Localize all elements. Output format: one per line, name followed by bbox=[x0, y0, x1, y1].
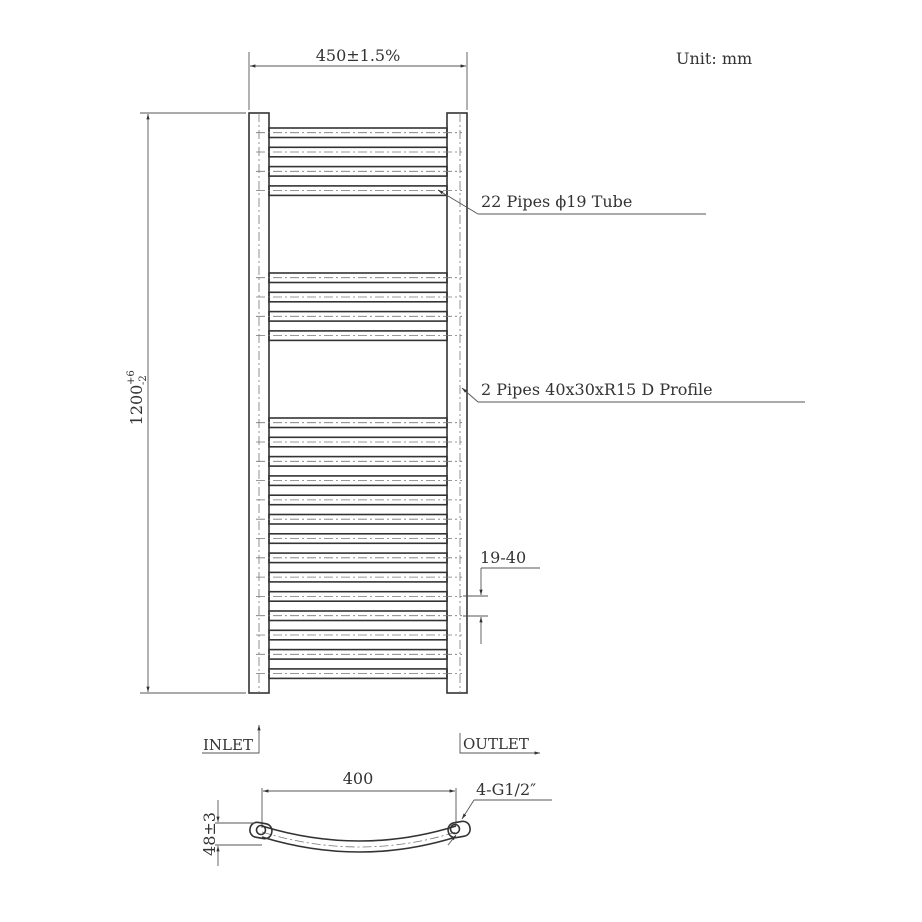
tube-pipe bbox=[256, 668, 462, 680]
inlet-indicator: INLET bbox=[202, 725, 261, 754]
outlet-label: OUTLET bbox=[463, 735, 529, 753]
tubes-label: 22 Pipes ϕ19 Tube bbox=[481, 192, 632, 211]
tube-pipe bbox=[256, 127, 462, 139]
tube-pipe bbox=[256, 310, 462, 322]
inlet-label: INLET bbox=[203, 736, 253, 754]
tube-pipe bbox=[256, 146, 462, 158]
tube-pipe bbox=[256, 436, 462, 448]
pipe-spacing-label: 19-40 bbox=[480, 548, 526, 567]
tube-pipe bbox=[256, 417, 462, 429]
tube-pipes bbox=[256, 127, 462, 680]
rails-label: 2 Pipes 40x30xR15 D Profile bbox=[481, 380, 713, 399]
width-label: 450±1.5% bbox=[316, 46, 401, 65]
tube-pipe bbox=[256, 513, 462, 525]
tube-pipe bbox=[256, 330, 462, 342]
height-dimension: 1200 +6 -2 bbox=[126, 112, 246, 694]
tube-pipe bbox=[256, 455, 462, 467]
tube-pipe bbox=[256, 629, 462, 641]
height-tol-lower: -2 bbox=[138, 375, 149, 385]
tube-pipe bbox=[256, 291, 462, 303]
unit-label: Unit: mm bbox=[676, 49, 752, 68]
rails-callout: 2 Pipes 40x30xR15 D Profile bbox=[461, 380, 805, 403]
height-tol-upper: +6 bbox=[126, 370, 137, 385]
left-rail bbox=[248, 112, 270, 694]
tube-pipe bbox=[256, 590, 462, 603]
depth-label: 48±3 bbox=[200, 812, 219, 856]
right-rail bbox=[446, 112, 468, 694]
tube-pipe bbox=[256, 185, 462, 197]
width-dimension: 450±1.5% bbox=[248, 46, 468, 110]
tubes-callout: 22 Pipes ϕ19 Tube bbox=[437, 189, 706, 215]
tube-pipe bbox=[256, 494, 462, 506]
tube-pipe bbox=[256, 571, 462, 583]
tube-pipe bbox=[256, 165, 462, 177]
tube-pipe bbox=[256, 552, 462, 564]
plan-view: 400 4-G1/2″ 48±3 bbox=[200, 769, 552, 866]
tube-pipe bbox=[256, 475, 462, 487]
tube-pipe bbox=[256, 532, 462, 545]
connections-label: 4-G1/2″ bbox=[476, 780, 536, 799]
tube-pipe bbox=[256, 648, 462, 660]
tube-pipe bbox=[256, 610, 462, 622]
outlet-indicator: OUTLET bbox=[459, 733, 540, 755]
height-label: 1200 bbox=[127, 385, 146, 426]
tube-pipe bbox=[256, 272, 462, 284]
pipe-spacing-dimension: 19-40 bbox=[463, 548, 540, 644]
connection-centers-label: 400 bbox=[343, 769, 374, 788]
